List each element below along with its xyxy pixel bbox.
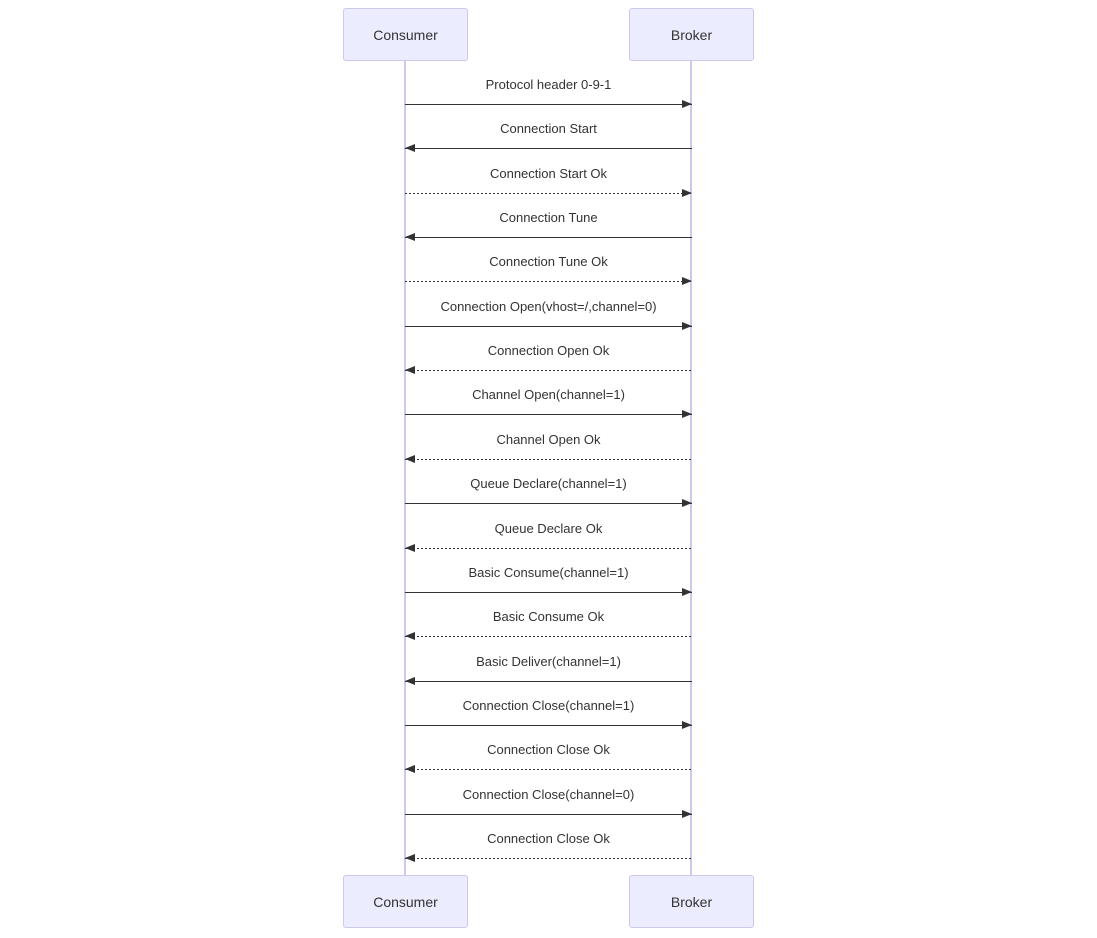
message-18: Connection Close Ok xyxy=(405,831,692,871)
actor-broker-label: Broker xyxy=(670,26,713,43)
message-6: Connection Open(vhost=/,channel=0) xyxy=(405,299,692,339)
message-arrow xyxy=(405,233,692,242)
message-13: Basic Consume Ok xyxy=(405,609,692,649)
message-arrow xyxy=(405,188,692,197)
message-label: Basic Consume Ok xyxy=(492,609,605,625)
message-12: Basic Consume(channel=1) xyxy=(405,565,692,605)
message-arrow xyxy=(405,321,692,330)
message-4: Connection Tune xyxy=(405,210,692,250)
message-arrow xyxy=(405,366,692,375)
arrowhead-icon xyxy=(682,321,692,330)
message-label: Protocol header 0-9-1 xyxy=(485,77,612,92)
message-label: Connection Close Ok xyxy=(487,742,610,758)
message-arrow xyxy=(405,809,692,818)
arrowhead-icon xyxy=(682,720,692,729)
arrowhead-icon xyxy=(682,809,692,818)
message-label: Basic Deliver(channel=1) xyxy=(476,653,621,669)
actor-broker-top: Broker xyxy=(629,8,754,61)
message-10: Queue Declare(channel=1) xyxy=(405,476,692,516)
arrowhead-icon xyxy=(682,499,692,508)
arrowhead-icon xyxy=(682,587,692,596)
arrowhead-icon xyxy=(405,632,415,641)
arrowhead-icon xyxy=(682,188,692,197)
message-label: Connection Tune xyxy=(499,210,598,226)
arrowhead-icon xyxy=(405,366,415,375)
message-17: Connection Close(channel=0) xyxy=(405,787,692,827)
message-11: Queue Declare Ok xyxy=(405,521,692,561)
actor-consumer-bottom: Consumer xyxy=(343,875,468,928)
message-7: Connection Open Ok xyxy=(405,343,692,383)
message-15: Connection Close(channel=1) xyxy=(405,698,692,738)
message-arrow xyxy=(405,853,692,862)
message-2: Connection Start xyxy=(405,121,692,161)
message-arrow xyxy=(405,720,692,729)
message-arrow xyxy=(405,410,692,419)
message-label: Channel Open Ok xyxy=(496,431,601,447)
message-label: Queue Declare Ok xyxy=(494,520,603,536)
arrowhead-icon xyxy=(682,277,692,286)
arrowhead-icon xyxy=(682,100,692,108)
arrowhead-icon xyxy=(405,853,415,862)
arrowhead-icon xyxy=(682,410,692,419)
message-8: Channel Open(channel=1) xyxy=(405,387,692,427)
arrowhead-icon xyxy=(405,543,415,552)
message-5: Connection Tune Ok xyxy=(405,254,692,294)
message-16: Connection Close Ok xyxy=(405,742,692,782)
message-label: Connection Open Ok xyxy=(487,343,610,359)
arrowhead-icon xyxy=(405,454,415,463)
message-label: Basic Consume(channel=1) xyxy=(468,564,629,580)
message-label: Channel Open(channel=1) xyxy=(472,387,625,403)
lifeline-broker xyxy=(690,61,692,875)
actor-consumer-top: Consumer xyxy=(343,8,468,61)
arrowhead-icon xyxy=(405,676,415,685)
message-label: Connection Start xyxy=(500,121,597,137)
message-label: Connection Close(channel=0) xyxy=(462,786,635,802)
arrowhead-icon xyxy=(405,765,415,774)
message-label: Connection Open(vhost=/,channel=0) xyxy=(440,298,657,314)
message-arrow xyxy=(405,144,692,153)
message-arrow xyxy=(405,100,692,108)
message-14: Basic Deliver(channel=1) xyxy=(405,654,692,694)
message-arrow xyxy=(405,499,692,508)
actor-consumer-label: Consumer xyxy=(373,26,438,43)
actor-broker-bottom: Broker xyxy=(629,875,754,928)
message-label: Connection Tune Ok xyxy=(489,254,608,270)
actor-broker-label: Broker xyxy=(670,893,713,910)
message-label: Queue Declare(channel=1) xyxy=(470,476,627,492)
message-arrow xyxy=(405,454,692,463)
message-3: Connection Start Ok xyxy=(405,166,692,206)
message-arrow xyxy=(405,277,692,286)
actor-consumer-label: Consumer xyxy=(373,893,438,910)
lifeline-consumer xyxy=(404,61,406,875)
message-9: Channel Open Ok xyxy=(405,432,692,472)
arrowhead-icon xyxy=(405,144,415,153)
message-label: Connection Close Ok xyxy=(487,830,610,846)
arrowhead-icon xyxy=(405,233,415,242)
message-label: Connection Close(channel=1) xyxy=(462,697,635,713)
message-arrow xyxy=(405,543,692,552)
message-arrow xyxy=(405,765,692,774)
message-1: Protocol header 0-9-1 xyxy=(405,77,692,117)
message-arrow xyxy=(405,632,692,641)
message-label: Connection Start Ok xyxy=(489,165,608,181)
message-arrow xyxy=(405,676,692,685)
message-arrow xyxy=(405,587,692,596)
